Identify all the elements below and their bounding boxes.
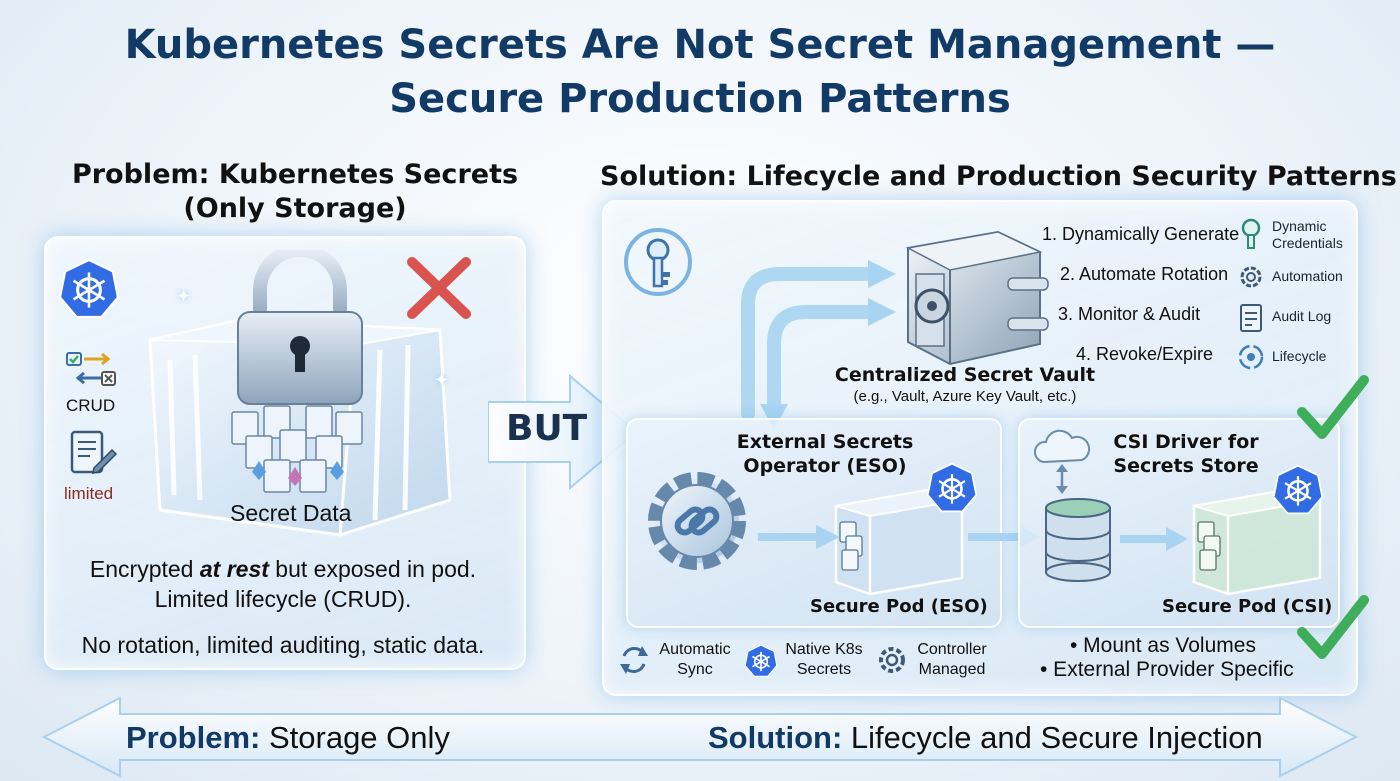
red-x-icon (407, 257, 471, 319)
database-icon (1045, 498, 1111, 582)
lifecycle-icon (1238, 344, 1264, 370)
solution-heading: Solution: Lifecycle and Production Secur… (600, 161, 1397, 192)
problem-desc-line1: Encrypted at rest but exposed in pod. (89, 556, 477, 582)
green-check-icon (1297, 595, 1369, 659)
bottom-double-arrow (41, 696, 1359, 778)
problem-heading-line1: Problem: Kubernetes Secrets (71, 159, 519, 190)
csi-flow-arrow (1120, 527, 1188, 551)
csi-title: CSI Driver for Secrets Store (1113, 431, 1259, 477)
feature-lifecycle: Lifecycle (1272, 348, 1327, 364)
eso-operator-gear-icon (648, 472, 746, 570)
bottom-solution-label: Solution: Lifecycle and Secure Injection (708, 720, 1263, 755)
vault-step-3: 3. Monitor & Audit (1058, 304, 1201, 324)
problem-description: Encrypted at rest but exposed in pod. Li… (50, 554, 516, 660)
secret-data-label: Secret Data (230, 500, 352, 526)
vault-title: Centralized Secret Vault (834, 364, 1096, 386)
crud-label: CRUD (66, 396, 116, 415)
eso-feature-controller-managed: Controller Managed (917, 641, 987, 678)
eso-flow-arrow (758, 525, 840, 549)
vault-step-2: 2. Automate Rotation (1060, 264, 1229, 284)
vault-step-4: 4. Revoke/Expire (1076, 344, 1214, 364)
bottom-problem-label: Problem: Storage Only (126, 720, 450, 755)
audit-log-icon (1240, 304, 1262, 332)
key-icon (624, 228, 692, 296)
green-check-icon (1297, 375, 1369, 439)
eso-pod-label: Secure Pod (ESO) (810, 596, 988, 617)
kubernetes-icon (1272, 464, 1324, 515)
document-edit-icon (70, 430, 118, 474)
kubernetes-icon (58, 258, 120, 318)
page-title-line2: Secure Production Patterns (389, 76, 1011, 122)
key-icon (1241, 218, 1261, 249)
cloud-icon (1034, 429, 1091, 494)
vault-flow-arrows (741, 260, 896, 430)
kubernetes-icon (926, 462, 978, 513)
csi-pod-label: Secure Pod (CSI) (1162, 596, 1333, 617)
problem-heading: Problem: Kubernetes Secrets (Only Storag… (40, 158, 550, 226)
vault-safe-icon (905, 230, 1049, 366)
feature-audit-log: Audit Log (1272, 308, 1332, 324)
problem-desc-line3: No rotation, limited auditing, static da… (81, 632, 485, 658)
but-label: BUT (506, 408, 588, 449)
eso-title: External Secrets Operator (ESO) (736, 431, 914, 477)
csi-bullet-2: • External Provider Specific (1040, 658, 1294, 681)
gear-icon (879, 647, 905, 673)
vault-subtitle: (e.g., Vault, Azure Key Vault, etc.) (853, 388, 1077, 405)
limited-label: limited (64, 484, 114, 503)
csi-secure-pod-cube (1192, 488, 1322, 596)
sparkle-icon: ✦ (434, 370, 450, 390)
sparkle-icon: ✦ (176, 286, 192, 306)
vault-step-1: 1. Dynamically Generate (1042, 224, 1240, 244)
csi-bullet-1: • Mount as Volumes (1070, 634, 1256, 657)
eso-feature-automatic-sync: Automatic Sync (659, 641, 731, 678)
glass-storage-box (148, 250, 452, 537)
sync-icon (620, 646, 648, 674)
feature-dynamic-credentials: Dynamic Credentials (1272, 218, 1343, 251)
gear-icon (1240, 266, 1262, 288)
feature-automation: Automation (1272, 268, 1343, 284)
crud-icon (66, 352, 116, 386)
page-title: Kubernetes Secrets Are Not Secret Manage… (0, 18, 1400, 126)
problem-heading-line2: (Only Storage) (183, 193, 407, 224)
eso-feature-native-k8s-secrets: Native K8s Secrets (785, 641, 863, 678)
page-title-line1: Kubernetes Secrets Are Not Secret Manage… (124, 22, 1276, 68)
kubernetes-icon (744, 644, 778, 677)
problem-desc-line2: Limited lifecycle (CRUD). (154, 586, 412, 612)
